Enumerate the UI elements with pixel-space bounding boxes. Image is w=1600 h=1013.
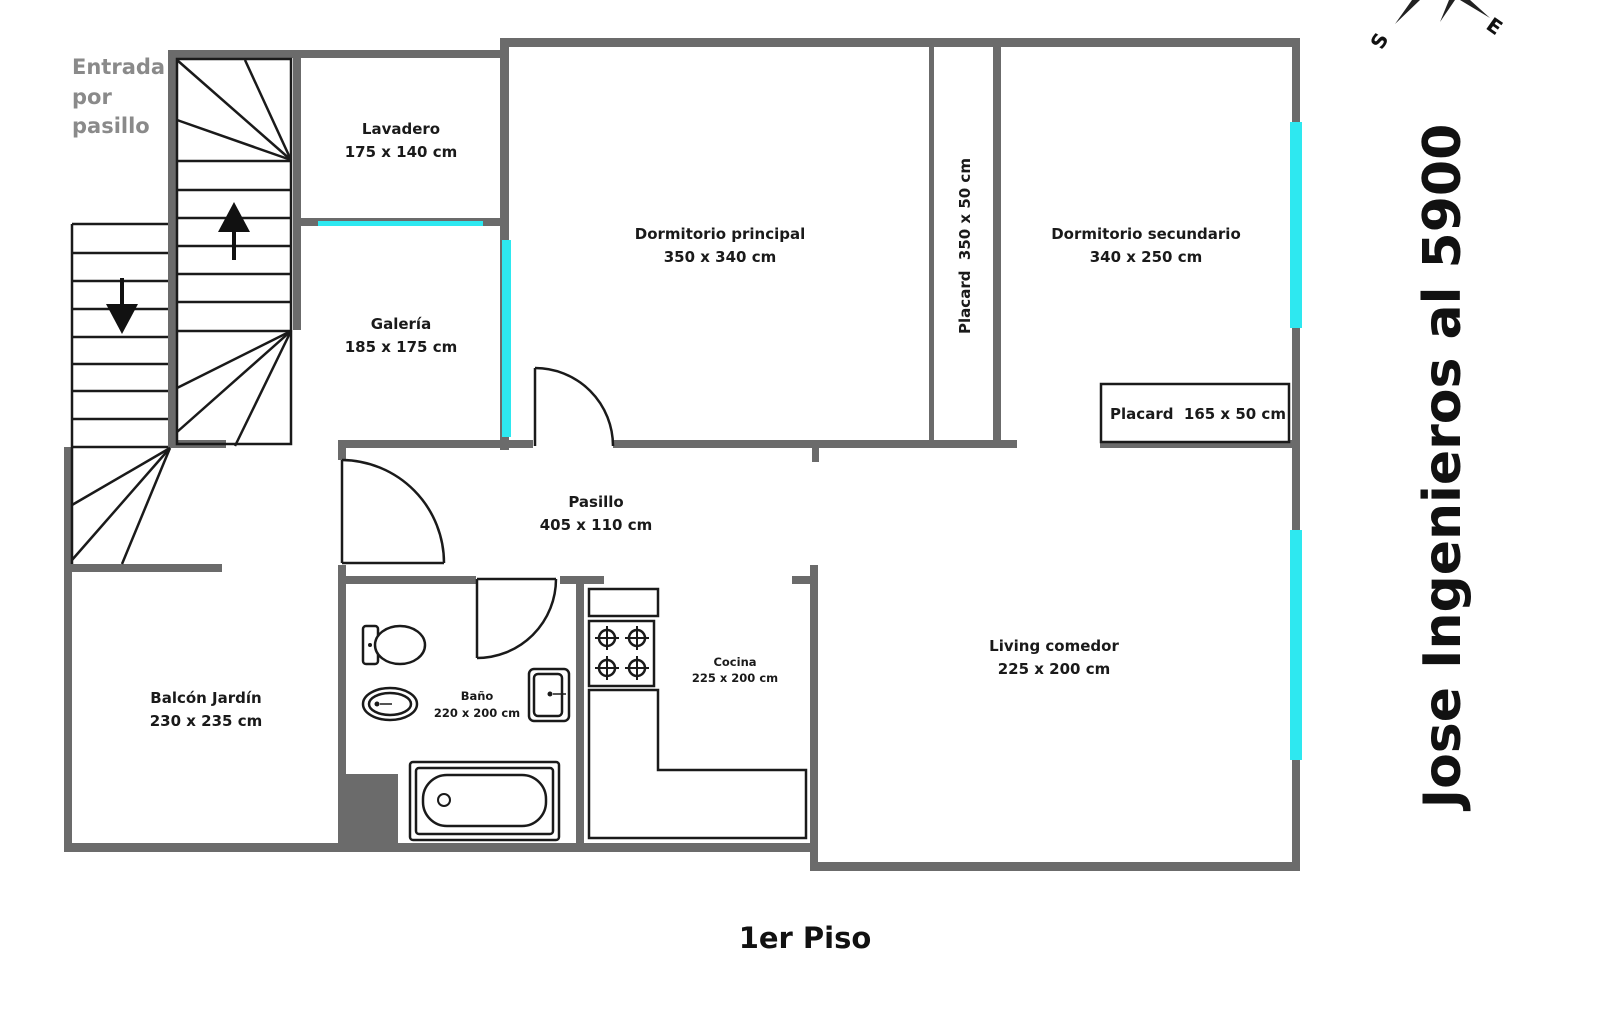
door-pasillo bbox=[340, 458, 446, 565]
galeria-name: Galería bbox=[371, 315, 431, 333]
doors bbox=[340, 366, 615, 660]
street-name: Jose Ingenieros al 5900 bbox=[1413, 124, 1473, 812]
bidet-icon bbox=[361, 686, 419, 722]
lavadero-name: Lavadero bbox=[362, 120, 440, 138]
cocina-name: Cocina bbox=[713, 655, 756, 669]
windows bbox=[318, 122, 1302, 760]
walls bbox=[64, 38, 1300, 871]
compass-rose-icon: S E bbox=[1365, 0, 1507, 53]
dormitorio-principal-dims: 350 x 340 cm bbox=[664, 248, 777, 266]
floor-label: 1er Piso bbox=[739, 921, 872, 955]
staircase-down bbox=[70, 222, 172, 565]
entrance-line-1: Entrada bbox=[72, 55, 165, 79]
compass-east-label: E bbox=[1482, 12, 1507, 40]
lavadero-dims: 175 x 140 cm bbox=[345, 143, 458, 161]
dormitorio-principal-name: Dormitorio principal bbox=[635, 225, 805, 243]
bano-dims: 220 x 200 cm bbox=[434, 706, 520, 720]
toilet-icon bbox=[361, 624, 427, 666]
arrow-up-icon bbox=[218, 202, 250, 232]
bathtub-icon bbox=[408, 760, 561, 842]
staircase-up bbox=[175, 57, 293, 447]
kitchen-counter bbox=[587, 587, 808, 840]
entrance-line-2: por bbox=[72, 85, 112, 109]
galeria-dims: 185 x 175 cm bbox=[345, 338, 458, 356]
pasillo-dims: 405 x 110 cm bbox=[540, 516, 653, 534]
bano-name: Baño bbox=[461, 689, 494, 703]
placard-horizontal-label: Placard 165 x 50 cm bbox=[1110, 405, 1286, 423]
cocina-dims: 225 x 200 cm bbox=[692, 671, 778, 685]
door-bano bbox=[475, 577, 558, 660]
dormitorio-secundario-name: Dormitorio secundario bbox=[1051, 225, 1241, 243]
arrow-down-icon bbox=[106, 304, 138, 334]
balcon-dims: 230 x 235 cm bbox=[150, 712, 263, 730]
living-name: Living comedor bbox=[989, 637, 1119, 655]
living-dims: 225 x 200 cm bbox=[998, 660, 1111, 678]
compass-south-label: S bbox=[1365, 29, 1393, 53]
dormitorio-secundario-dims: 340 x 250 cm bbox=[1090, 248, 1203, 266]
placard-box bbox=[1099, 382, 1291, 444]
entrance-label: Entrada por pasillo bbox=[72, 55, 165, 138]
pasillo-name: Pasillo bbox=[568, 493, 623, 511]
stove-icon bbox=[595, 626, 649, 680]
balcon-name: Balcón Jardín bbox=[150, 689, 261, 707]
placard-vertical-label: Placard 350 x 50 cm bbox=[956, 158, 974, 334]
sink-icon bbox=[527, 667, 571, 723]
door-dormitorio-principal bbox=[533, 366, 615, 447]
entrance-line-3: pasillo bbox=[72, 114, 150, 138]
